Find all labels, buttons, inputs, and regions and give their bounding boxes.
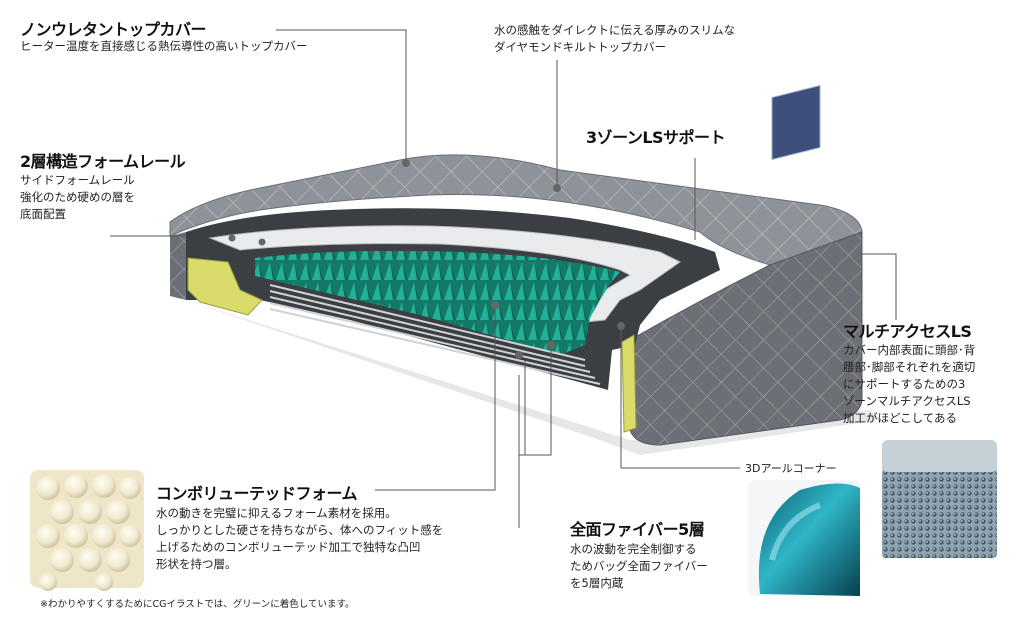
label-non-urethane-title: ノンウレタントップカバー xyxy=(20,20,207,39)
label-multi-access-line2: 腰部･脚部それぞれを適切 xyxy=(843,360,976,374)
label-convoluted-line4: 形状を持つ層。 xyxy=(156,557,237,571)
label-multi-access-line4: ゾーンマルチアクセスLS xyxy=(843,394,971,408)
label-multi-access-line5: 加工がほどこしてある xyxy=(843,411,957,425)
footnote: ※わかりやすくするためにCGイラストでは、グリーンに着色しています。 xyxy=(40,599,355,610)
label-convoluted-line1: 水の動きを完璧に抑えるフォーム素材を採用。 xyxy=(156,506,397,520)
label-multi-access-line1: カバー内部表面に頭部･背 xyxy=(843,343,976,357)
fiber-layers xyxy=(269,284,601,385)
side-wall-right xyxy=(629,231,863,446)
photo-multi-access xyxy=(882,440,997,558)
label-diamond-quilt-line1: 水の感触をダイレクトに伝える厚みのスリムな xyxy=(494,23,736,37)
label-three-zone-title: 3ゾーンLSサポート xyxy=(586,128,726,147)
top-cover xyxy=(169,154,863,266)
label-diamond-quilt-line2: ダイヤモンドキルトトップカバー xyxy=(494,40,667,54)
label-convoluted-line3: 上げるためのコンボリューテッド加工で独特な凸凹 xyxy=(156,540,421,554)
photo-3d-corner xyxy=(748,480,860,596)
leader-lines xyxy=(110,29,897,528)
label-fiber-line3: を5層内蔵 xyxy=(570,576,624,590)
label-multi-access-title: マルチアクセスLS xyxy=(843,322,972,341)
label-fiber-line1: 水の波動を完全制御する xyxy=(570,542,697,556)
side-rail-right xyxy=(621,334,637,433)
label-fiber-line2: ためバッグ全面ファイバー xyxy=(570,559,708,573)
label-two-layer-rail-line1: サイドフォームレール xyxy=(20,173,135,187)
label-multi-access-line3: にサポートするための3 xyxy=(843,377,966,391)
white-rail xyxy=(208,225,681,323)
photo-convoluted-foam xyxy=(30,470,144,591)
label-non-urethane-desc: ヒーター温度を直接感じる熱伝導性の高いトップカバー xyxy=(20,39,308,53)
convoluted-foam-layer xyxy=(255,250,620,355)
side-rail-left xyxy=(187,257,263,316)
label-fiber-title: 全面ファイバー5層 xyxy=(570,520,705,539)
brand-label-panel xyxy=(771,84,821,161)
label-two-layer-rail-title: 2層構造フォームレール xyxy=(20,152,186,171)
side-wall-left xyxy=(170,232,186,300)
leader-dots xyxy=(228,159,625,359)
label-corner-title: 3Dアールコーナー xyxy=(745,462,837,475)
label-convoluted-line2: しっかりとした硬さを持ちながら、体へのフィット感を xyxy=(156,523,444,537)
label-convoluted-title: コンボリューテッドフォーム xyxy=(156,484,358,503)
label-two-layer-rail-line2: 強化のため硬めの層を xyxy=(20,190,135,204)
label-two-layer-rail-line3: 底面配置 xyxy=(20,207,66,221)
